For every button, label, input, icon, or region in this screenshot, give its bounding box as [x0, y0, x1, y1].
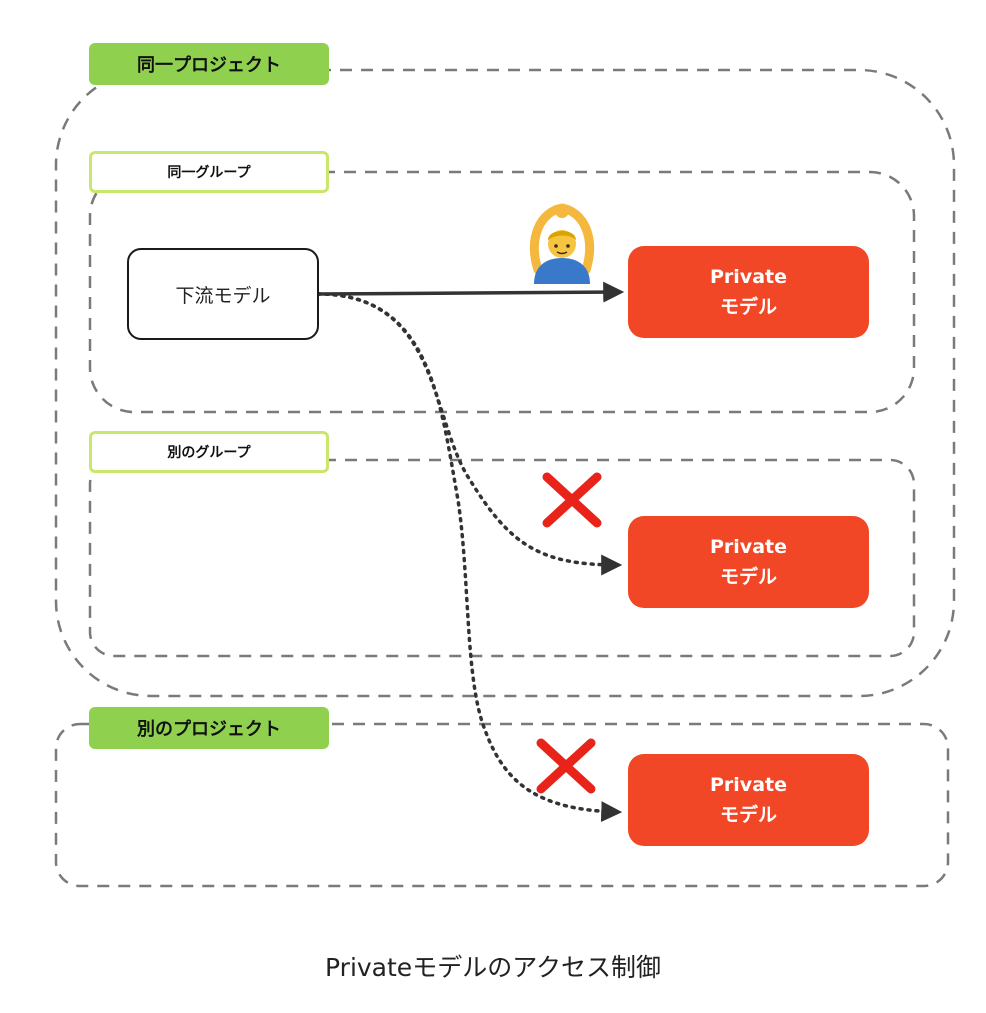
other-project-tag: 別のプロジェクト — [89, 707, 329, 749]
denied-connector-other-project — [316, 292, 623, 823]
denied-connector-other-group — [316, 292, 623, 576]
allowed-connector — [317, 281, 625, 303]
same-group-boundary — [88, 170, 916, 414]
cross-mark-icon — [536, 738, 596, 794]
private-model-other-group: Private モデル — [628, 516, 869, 608]
same-project-tag: 同一プロジェクト — [89, 43, 329, 85]
source-model-node: 下流モデル — [127, 248, 319, 340]
cross-mark-icon — [542, 472, 602, 528]
other-project-boundary — [54, 722, 950, 888]
person-gesturing-ok-icon — [530, 203, 594, 284]
private-model-title: Private — [710, 774, 787, 796]
private-model-subtitle: モデル — [719, 566, 777, 588]
diagram-caption: Privateモデルのアクセス制御 — [325, 953, 661, 982]
same-project-boundary — [54, 68, 956, 698]
other-group-boundary — [88, 458, 916, 658]
private-model-title: Private — [710, 266, 787, 288]
private-model-subtitle: モデル — [719, 296, 777, 318]
private-model-title: Private — [710, 536, 787, 558]
other-group-tag: 別のグループ — [89, 431, 329, 473]
private-model-other-project: Private モデル — [628, 754, 869, 846]
same-group-tag: 同一グループ — [89, 151, 329, 193]
private-model-same-group: Private モデル — [628, 246, 869, 338]
source-model-label: 下流モデル — [175, 284, 271, 307]
private-model-subtitle: モデル — [719, 804, 777, 826]
